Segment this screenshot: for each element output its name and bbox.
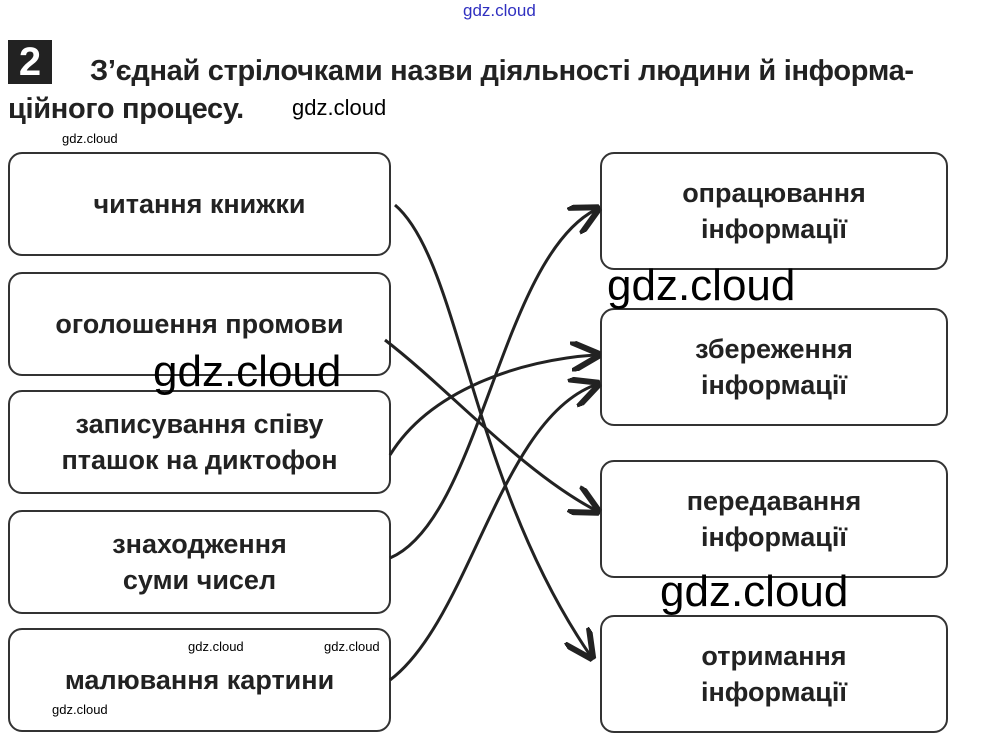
process-label: отримання інформації — [700, 641, 848, 707]
watermark: gdz.cloud — [292, 95, 387, 120]
activity-label: читання книжки — [93, 189, 306, 219]
arrow-recording-to-storing — [388, 355, 595, 456]
watermark: gdz.cloud — [153, 347, 342, 396]
activity-label: оголошення промови — [55, 309, 344, 339]
process-label: збереження інформації — [695, 334, 853, 400]
task-text: З’єднай стрілочками назви діяльності люд… — [8, 52, 914, 128]
watermark: gdz.cloud — [62, 131, 118, 146]
process-label: опрацювання інформації — [682, 178, 866, 244]
process-box: отримання інформації — [600, 615, 948, 733]
activity-box: записування співу пташок на диктофон — [8, 390, 391, 494]
arrow-drawing-to-storing — [389, 385, 595, 682]
activity-label: малювання картини — [64, 665, 335, 695]
activity-box: оголошення промови — [8, 272, 391, 376]
activity-label: записування співу пташок на диктофон — [61, 409, 338, 475]
watermark: gdz.cloud — [52, 702, 108, 717]
task-text-line2: ційного процесу. — [8, 93, 244, 125]
activity-box: читання книжки — [8, 152, 391, 256]
process-box: опрацювання інформації — [600, 152, 948, 270]
watermark: gdz.cloud — [660, 567, 849, 616]
watermark: gdz.cloud — [324, 639, 380, 654]
process-label: передавання інформації — [686, 486, 862, 552]
activity-label: знаходження суми чисел — [112, 529, 287, 595]
task-number: 2 — [8, 40, 52, 84]
arrow-speech-to-transmitting — [384, 338, 595, 510]
task-text-line1: З’єднай стрілочками назви діяльності люд… — [90, 55, 914, 87]
activity-box: малювання картини — [8, 628, 391, 732]
watermark-top: gdz.cloud — [463, 1, 536, 20]
process-box: передавання інформації — [600, 460, 948, 578]
watermark: gdz.cloud — [607, 261, 796, 310]
arrow-reading-to-receiving — [394, 203, 590, 655]
activity-box: знаходження суми чисел — [8, 510, 391, 614]
process-box: збереження інформації — [600, 308, 948, 426]
watermark: gdz.cloud — [188, 639, 244, 654]
arrow-sum-to-processing — [389, 210, 595, 560]
